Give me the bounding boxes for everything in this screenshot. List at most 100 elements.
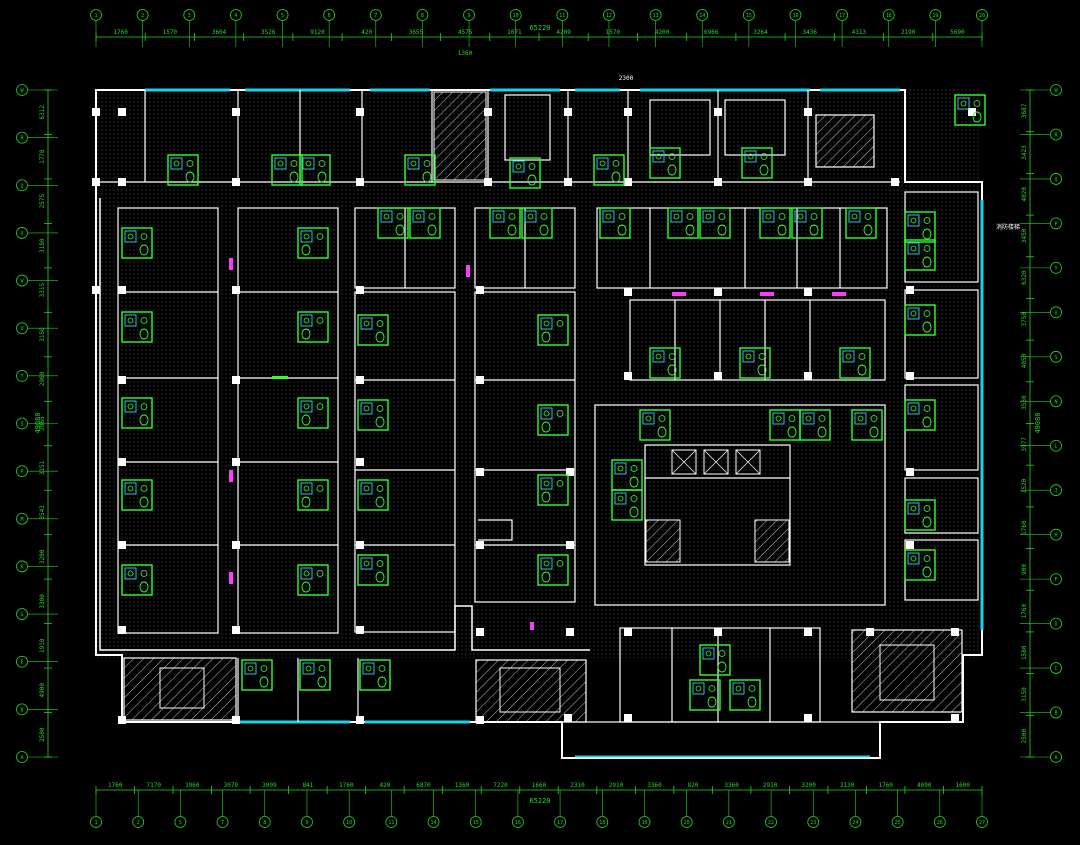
pod-outline: [851, 409, 883, 441]
toilet-pod: [357, 314, 389, 346]
sink-icon: [923, 310, 931, 317]
toilet-icon: [667, 364, 677, 376]
top-axis-label: 5: [281, 13, 284, 19]
toilet-icon: [185, 171, 195, 183]
core-stair-hatch-right: [754, 519, 790, 563]
bottom-dim-label: 1760: [339, 782, 354, 789]
bottom-axis-bubble: [765, 816, 777, 828]
right-axis-label: W: [1054, 88, 1058, 94]
toilet-icon: [139, 581, 149, 593]
top-axis-label: 12: [606, 13, 612, 19]
bathroom-fixtures: [121, 94, 986, 711]
column: [484, 108, 492, 116]
shower-tray: [652, 350, 665, 363]
drain-icon: [765, 213, 772, 220]
column: [476, 628, 484, 636]
column: [118, 458, 126, 466]
column: [232, 626, 240, 634]
sink-icon: [140, 233, 148, 240]
pod-outline: [121, 479, 153, 511]
dotted-exterior-band: [94, 88, 980, 658]
bottom-axis-bubble: [174, 816, 187, 828]
right-dimension-chain: 3687342340203450632037504050353039771520…: [1021, 89, 1034, 758]
toilet-pod: [297, 479, 329, 511]
top-dim-label: 3604: [212, 29, 227, 36]
toilet-icon: [259, 676, 269, 688]
toilet-pod: [791, 207, 823, 239]
sink-icon: [508, 213, 516, 220]
toilet-icon: [301, 496, 311, 508]
right-axis-label: R: [1054, 132, 1058, 138]
toilet-pod: [851, 409, 883, 441]
top-axis-label: 11: [559, 13, 565, 19]
toilet-icon: [541, 421, 551, 433]
column: [566, 541, 574, 549]
drain-icon: [599, 160, 606, 167]
top-axis-label: 8: [421, 13, 424, 19]
sink-icon: [140, 317, 148, 324]
left-axis-bubble: [16, 369, 28, 382]
column: [906, 541, 914, 549]
sink-icon: [686, 213, 694, 220]
top-axis-bubble: [229, 9, 242, 21]
shower-tray: [512, 160, 525, 173]
left-dim-label: 3180: [39, 238, 46, 253]
pod-outline: [377, 207, 409, 239]
bottom-axis-label: 9: [305, 820, 308, 826]
bottom-dim-label: 3070: [224, 782, 239, 789]
top-axis-bubble: [882, 9, 895, 21]
shower-tray: [300, 400, 313, 413]
pod-outline: [121, 564, 153, 596]
bottom-axis-bubble: [132, 816, 145, 828]
drain-icon: [305, 160, 312, 167]
left-axis-bubble: [16, 703, 28, 716]
left-axis-label: K: [20, 564, 23, 570]
toilet-icon: [922, 256, 932, 268]
column: [356, 541, 364, 549]
left-axis-label: M: [20, 517, 23, 523]
top-dim-label: 4575: [458, 29, 473, 36]
toilet-pod: [759, 207, 791, 239]
green-marker: [272, 376, 288, 379]
toilet-icon: [139, 244, 149, 256]
left-dim-label: 6312: [39, 105, 46, 120]
pod-outline: [741, 147, 773, 179]
top-axis-bubble: [556, 9, 569, 21]
shower-tray: [244, 662, 257, 675]
left-axis-bubble: [16, 560, 28, 573]
stair-treads: [159, 644, 935, 713]
pod-outline: [241, 659, 273, 691]
toilet-icon: [657, 426, 667, 438]
column: [232, 376, 240, 384]
bottom-dim-label: 2310: [570, 782, 585, 789]
column: [232, 458, 240, 466]
toilet-pod: [741, 147, 773, 179]
left-axis-label: R: [20, 136, 24, 142]
bottom-mid-stair-hatch: [475, 659, 587, 723]
right-axis-bubble: [1050, 128, 1062, 141]
pod-outline: [649, 147, 681, 179]
bottom-dim-label: 2130: [840, 782, 855, 789]
toilet-icon: [922, 516, 932, 528]
shower-tray: [614, 492, 627, 505]
toilet-pod: [297, 397, 329, 429]
shower-tray: [360, 482, 373, 495]
bottom-dim-label: 2910: [609, 782, 624, 789]
pod-outline: [599, 207, 631, 239]
pod-outline: [359, 659, 391, 691]
right-axis-bubble: [1050, 261, 1062, 274]
left-dim-label: 3150: [39, 327, 46, 342]
shower-tray: [540, 477, 553, 490]
bottom-axis-bubble: [933, 816, 946, 828]
toilet-icon: [869, 426, 879, 438]
left-dim-label: 3151: [39, 460, 46, 475]
bottom-axis-bubble: [722, 816, 735, 828]
bottom-dim-label: 7220: [493, 782, 508, 789]
drain-icon: [365, 665, 372, 672]
bottom-axis-label: 2: [137, 820, 140, 826]
drain-icon: [127, 317, 134, 324]
shower-tray: [300, 482, 313, 495]
pod-outline: [297, 564, 329, 596]
